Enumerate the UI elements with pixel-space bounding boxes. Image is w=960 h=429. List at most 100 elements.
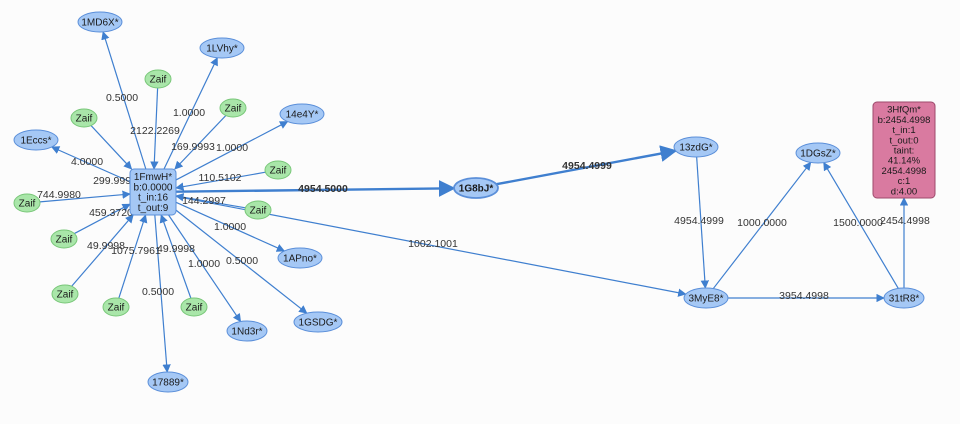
node-label: Zaif	[250, 206, 267, 217]
edge-label: 744.9980	[37, 189, 81, 201]
edge-z8-hub	[71, 214, 134, 287]
node-z10[interactable]: Zaif	[180, 297, 208, 317]
node-n3MyE8[interactable]: 3MyE8*	[683, 287, 729, 309]
node-ellipse	[147, 371, 189, 393]
node-ellipse	[51, 284, 79, 304]
node-label: Zaif	[108, 303, 125, 314]
edge-label: 169.9993	[171, 141, 215, 153]
edge-label: 3954.4998	[779, 290, 829, 302]
node-label: Zaif	[150, 75, 167, 86]
node-z5[interactable]: Zaif	[13, 193, 41, 213]
edge-hub-n1G8bJ	[175, 180, 456, 197]
node-text-line: t_out:9	[138, 203, 169, 214]
node-label: 3MyE8*	[688, 294, 723, 305]
edge-label: 49.9998	[87, 240, 125, 252]
edge-label: 1.0000	[173, 107, 205, 119]
node-n14e4Y[interactable]: 14e4Y*	[279, 103, 325, 125]
edge-label: 4.0000	[71, 156, 103, 168]
edge-z9-hub	[118, 214, 148, 299]
node-n1LVhy[interactable]: 1LVhy*	[199, 37, 245, 59]
node-label: 1MD6X*	[81, 18, 118, 29]
node-z3[interactable]: Zaif	[70, 108, 98, 128]
node-label: 1LVhy*	[206, 44, 238, 55]
edge-label: 0.5000	[226, 255, 258, 267]
node-z8[interactable]: Zaif	[51, 284, 79, 304]
node-n13zdG[interactable]: 13zdG*	[673, 136, 719, 158]
node-n3HfQm[interactable]: 3HfQm*b:2454.4998t_in:1t_out:0taint:41.1…	[872, 101, 936, 199]
edge-n3MyE8-n1DGsZ	[712, 161, 812, 289]
edge-label: 1002.1001	[408, 238, 458, 250]
edge-label: 1075.7961	[111, 245, 161, 257]
edge-n1G8bJ-n13zdG	[496, 145, 678, 186]
edge-label: 110.5102	[198, 172, 241, 184]
node-text-line: taint:	[894, 146, 915, 157]
node-n1G8bJ[interactable]: 1G8bJ*	[453, 177, 499, 199]
node-z2[interactable]: Zaif	[219, 98, 247, 118]
node-label: Zaif	[76, 114, 93, 125]
nodes-layer: 1MD6X* 1LVhy* 14e4Y* 1Eccs* 1APno* 1GSDG* 1Nd3…	[13, 11, 936, 393]
node-text-line: 3HfQm*	[887, 105, 921, 116]
node-text-line: b:2454.4998	[878, 115, 931, 126]
node-z1[interactable]: Zaif	[144, 69, 172, 89]
node-label: 1Nd3r*	[231, 327, 262, 338]
node-label: Zaif	[225, 104, 242, 115]
node-ellipse	[795, 142, 841, 164]
edge-label: 2454.4998	[880, 215, 930, 227]
edge-z4-hub	[175, 171, 266, 191]
node-z9[interactable]: Zaif	[102, 297, 130, 317]
node-n17889[interactable]: 17889*	[147, 371, 189, 393]
node-ellipse	[264, 160, 292, 180]
node-label: Zaif	[186, 303, 203, 314]
node-label: 1G8bJ*	[459, 184, 494, 195]
edge-label: 299.9994	[93, 175, 137, 187]
edge-label: 1500.0000	[833, 217, 883, 229]
node-ellipse	[293, 311, 343, 333]
node-ellipse	[13, 129, 59, 151]
node-n31tR8[interactable]: 31tR8*	[883, 287, 925, 309]
node-ellipse	[50, 229, 78, 249]
edge-label: 4954.4999	[562, 160, 612, 172]
node-text-line: 41.14%	[888, 156, 921, 167]
node-n1MD6X[interactable]: 1MD6X*	[77, 11, 123, 33]
node-ellipse	[144, 69, 172, 89]
node-label: 17889*	[152, 378, 184, 389]
edge-label: 4954.5000	[298, 183, 348, 195]
node-label: 31tR8*	[889, 294, 920, 305]
node-n1Nd3r[interactable]: 1Nd3r*	[226, 320, 268, 342]
edge-label: 1000.0000	[737, 217, 787, 229]
node-text-line: t_in:1	[892, 125, 915, 136]
node-text-line: 2454.4998	[882, 166, 927, 177]
edge-n13zdG-n3MyE8	[696, 156, 710, 289]
node-z7[interactable]: Zaif	[50, 229, 78, 249]
node-text-line: c:1	[898, 176, 911, 187]
node-z6[interactable]: Zaif	[244, 200, 272, 220]
node-ellipse	[102, 297, 130, 317]
node-label: 1DGsZ*	[800, 149, 836, 160]
node-text-line: t_in:16	[138, 193, 168, 204]
node-n1GSDG[interactable]: 1GSDG*	[293, 311, 343, 333]
node-label: 1Eccs*	[20, 136, 51, 147]
edge-label: 49.9998	[157, 243, 195, 255]
node-n1DGsZ[interactable]: 1DGsZ*	[795, 142, 841, 164]
node-n1APno[interactable]: 1APno*	[277, 247, 323, 269]
node-ellipse	[180, 297, 208, 317]
node-ellipse	[77, 11, 123, 33]
node-label: 1GSDG*	[299, 318, 338, 329]
edge-hub-n1Eccs	[50, 146, 131, 183]
node-label: 14e4Y*	[286, 110, 319, 121]
node-text-line: b:0.0000	[134, 182, 173, 193]
node-n1Eccs[interactable]: 1Eccs*	[13, 129, 59, 151]
edge-label: 144.2997	[182, 195, 226, 207]
node-z4[interactable]: Zaif	[264, 160, 292, 180]
node-box	[129, 168, 177, 216]
node-ellipse	[883, 287, 925, 309]
edge-z10-hub	[159, 214, 192, 299]
edge-z7-hub	[74, 203, 131, 235]
node-ellipse	[226, 320, 268, 342]
node-text-line: d:4.00	[891, 186, 917, 197]
node-label: Zaif	[270, 166, 287, 177]
edge-hub-n1Nd3r	[168, 214, 242, 323]
node-ellipse	[453, 177, 499, 199]
